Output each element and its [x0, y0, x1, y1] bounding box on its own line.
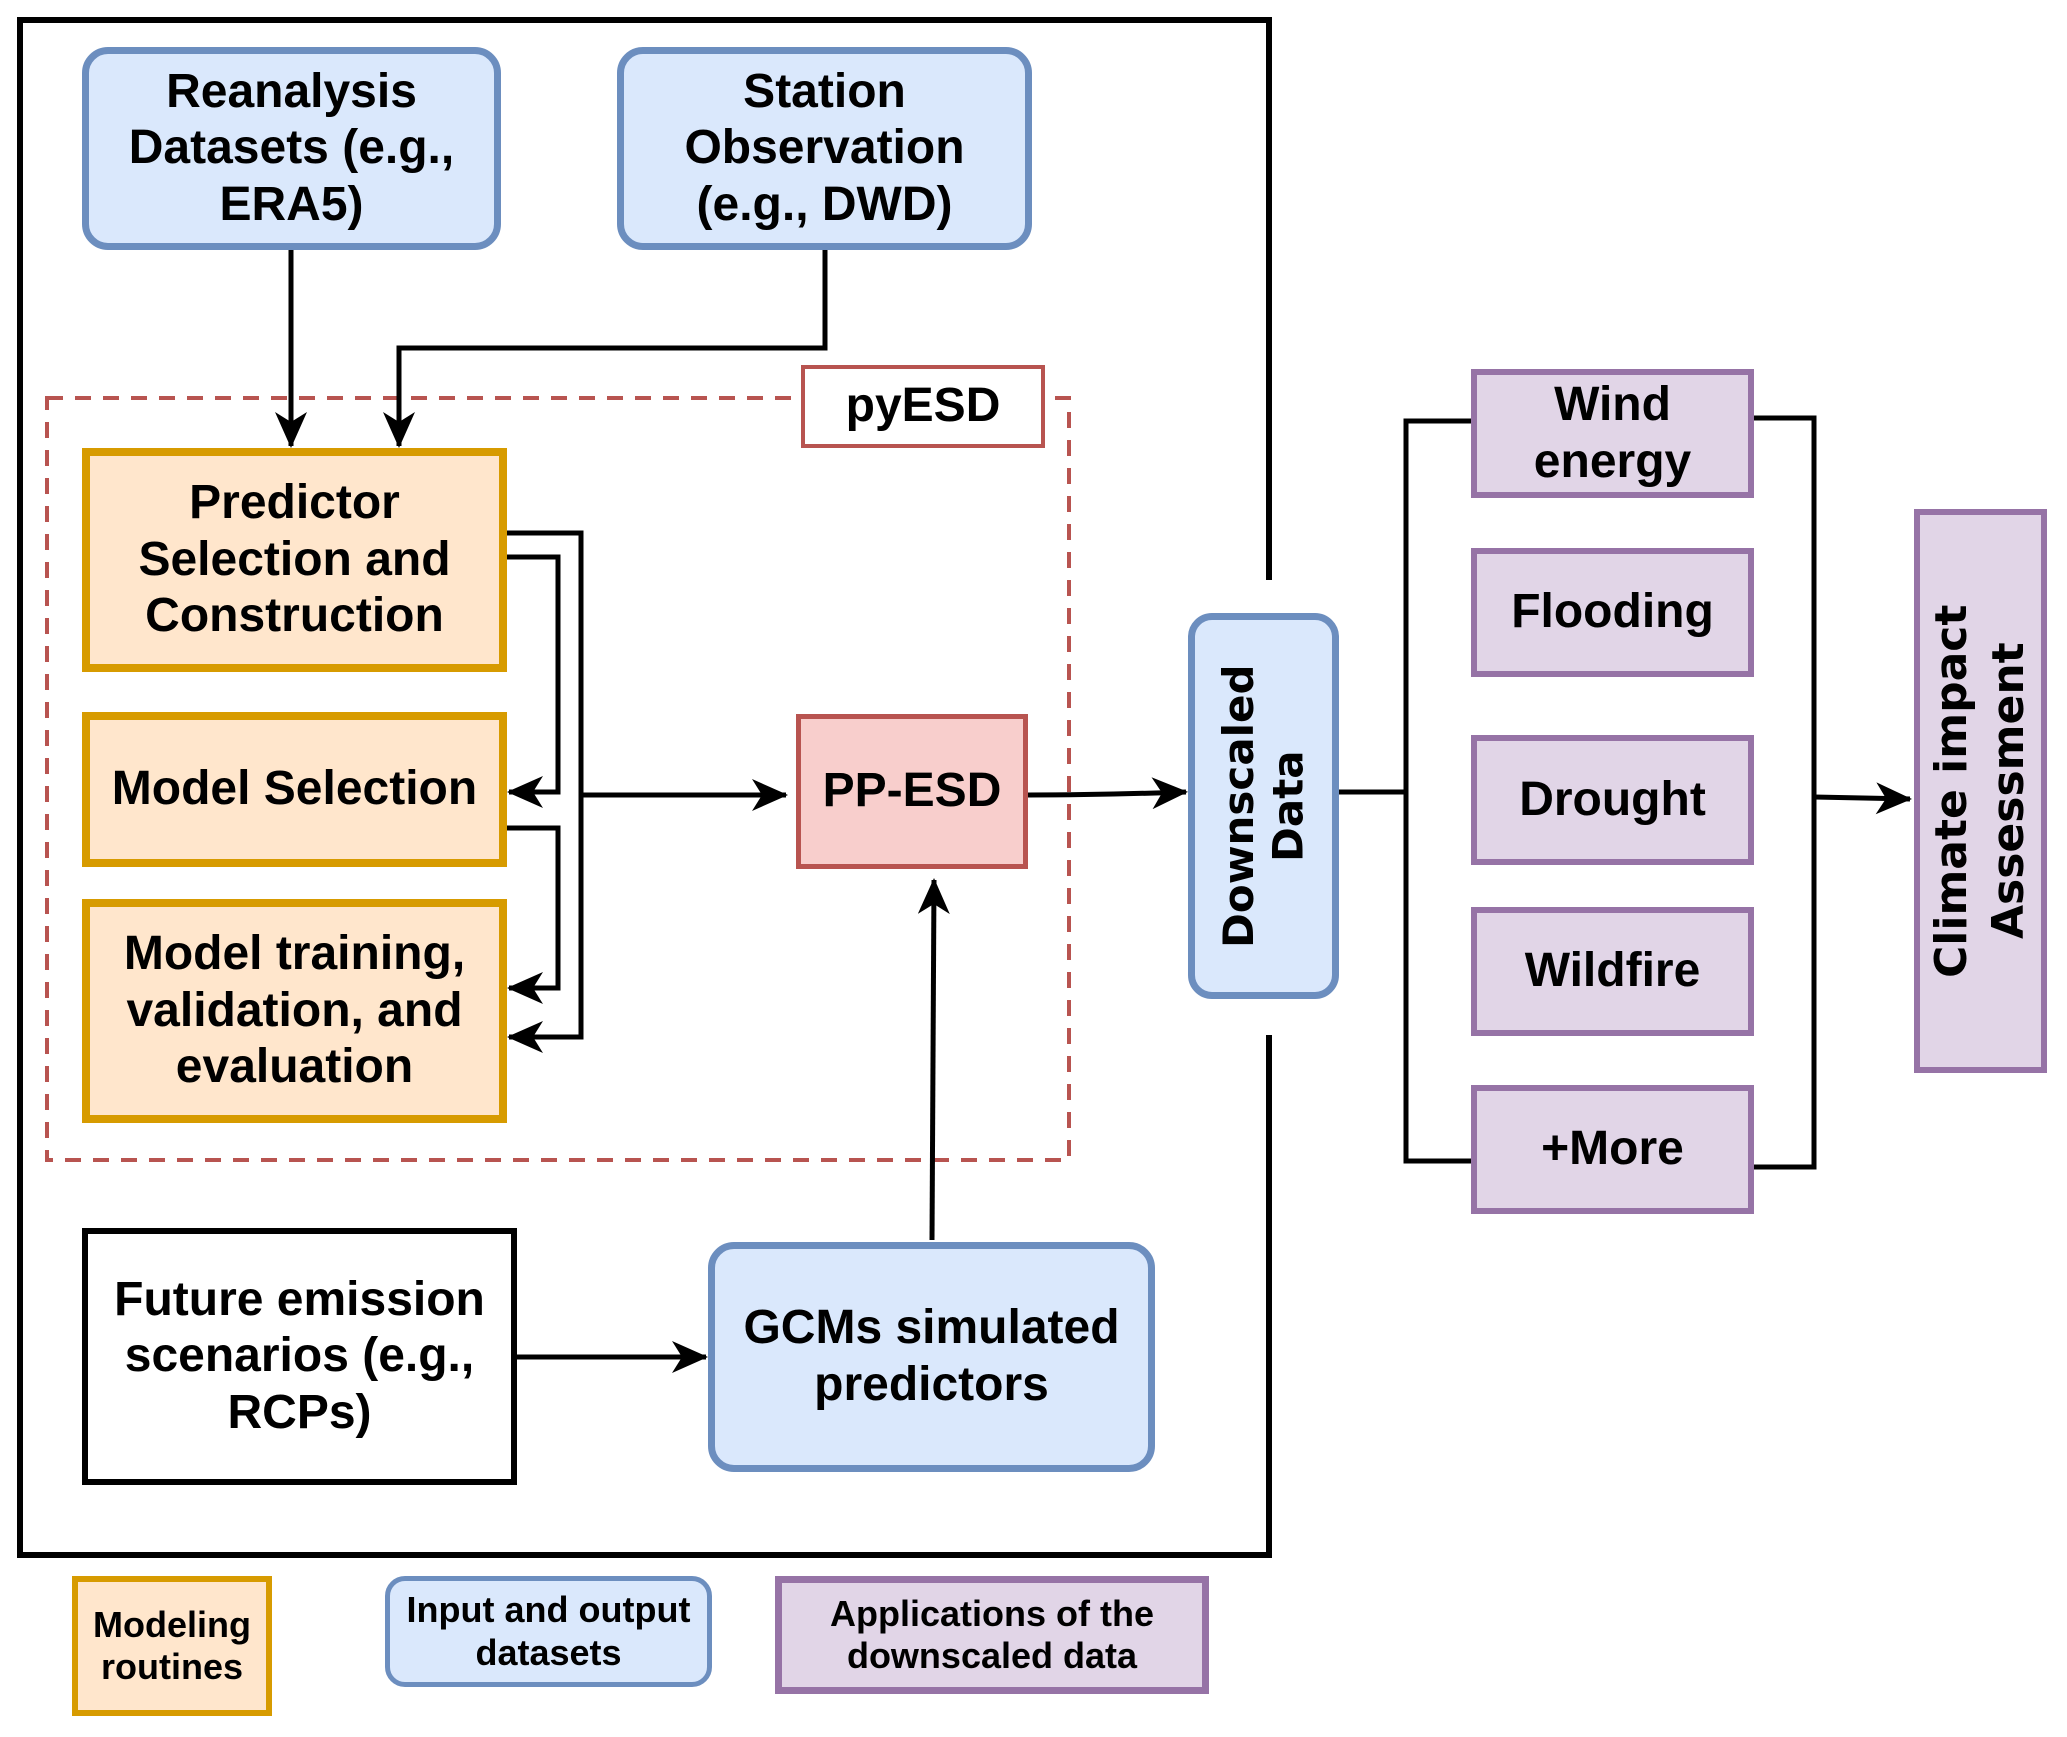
app-more: +More — [1471, 1085, 1754, 1214]
reanalysis-label: Reanalysis Datasets (e.g., ERA5) — [128, 64, 455, 231]
station-label: Station Observation (e.g., DWD) — [684, 64, 965, 231]
climate-impact-node: Climate impact Assessment — [1914, 509, 2047, 1073]
predictor-label: Predictor Selection and Construction — [138, 476, 451, 643]
pp-esd-label: PP-ESD — [822, 764, 1002, 818]
pp-esd-node: PP-ESD — [796, 714, 1028, 869]
future-emission-node: Future emission scenarios (e.g., RCPs) — [82, 1228, 517, 1485]
gcms-label: GCMs simulated predictors — [743, 1301, 1120, 1411]
app-label: Wildfire — [1524, 944, 1701, 998]
app-drought: Drought — [1471, 735, 1754, 865]
edge-modelselection-training — [507, 825, 561, 1004]
legend-io-label: Input and output datasets — [406, 1589, 691, 1673]
gcms-node: GCMs simulated predictors — [708, 1242, 1155, 1472]
pyesd-label-box: pyESD — [801, 365, 1045, 448]
pyesd-label: pyESD — [845, 379, 1001, 433]
apps-right-bracket — [1754, 415, 1817, 1170]
predictor-node: Predictor Selection and Construction — [82, 448, 507, 672]
legend-io: Input and output datasets — [385, 1576, 712, 1687]
legend-modeling-label: Modeling routines — [93, 1603, 251, 1687]
app-label: Wind energy — [1533, 377, 1692, 488]
app-wind-energy: Wind energy — [1471, 369, 1754, 498]
legend-applications: Applications of the downscaled data — [775, 1576, 1209, 1694]
app-label: Flooding — [1511, 585, 1714, 639]
station-node: Station Observation (e.g., DWD) — [617, 47, 1032, 250]
apps-left-bracket — [1403, 418, 1471, 1164]
app-wildfire: Wildfire — [1471, 907, 1754, 1036]
edge-station-predictor — [383, 250, 828, 448]
edge-gcms-ppesd — [917, 878, 950, 1241]
downscaled-node: Downscaled Data — [1188, 613, 1339, 999]
edge-ppesd-downscaled — [1027, 777, 1188, 810]
app-label: +More — [1541, 1122, 1684, 1176]
edge-predictor-modelselection — [507, 554, 561, 808]
downscaled-label: Downscaled Data — [1213, 664, 1313, 948]
model-training-label: Model training, validation, and evaluati… — [123, 927, 466, 1094]
model-selection-node: Model Selection — [82, 712, 507, 867]
legend-applications-label: Applications of the downscaled data — [830, 1592, 1154, 1676]
reanalysis-node: Reanalysis Datasets (e.g., ERA5) — [82, 47, 501, 250]
model-selection-label: Model Selection — [111, 762, 478, 816]
future-emission-label: Future emission scenarios (e.g., RCPs) — [114, 1272, 485, 1439]
outer-frame — [17, 17, 1272, 1558]
climate-impact-label: Climate impact Assessment — [1926, 604, 2035, 978]
edge-apps-climate — [1813, 782, 1912, 815]
app-flooding: Flooding — [1471, 548, 1754, 677]
legend-modeling: Modeling routines — [72, 1576, 272, 1716]
pyesd-boundary — [45, 396, 1071, 1162]
app-label: Drought — [1519, 772, 1706, 826]
edge-predictor-training — [507, 530, 584, 1053]
model-training-node: Model training, validation, and evaluati… — [82, 899, 507, 1123]
